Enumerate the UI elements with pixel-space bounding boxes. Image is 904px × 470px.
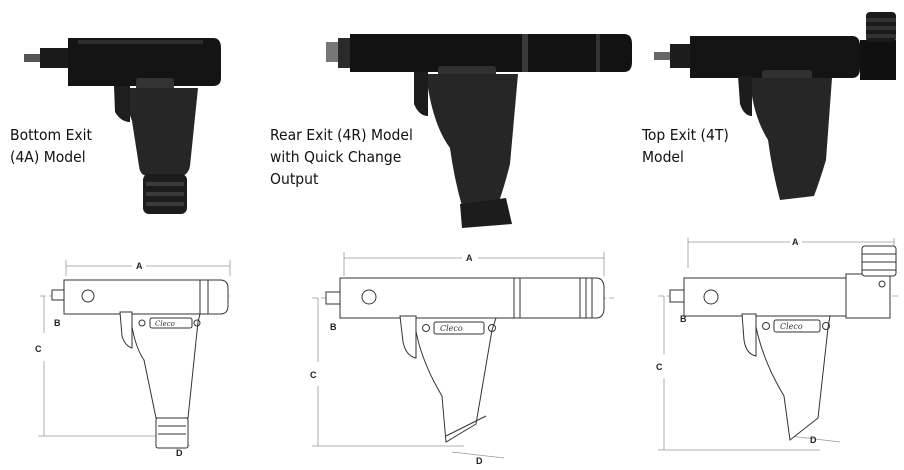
dimension-label-a: A — [792, 237, 799, 247]
dimension-drawing-bottom-exit: A B C D Cleco — [35, 260, 231, 458]
tool-photo-top-exit — [654, 12, 896, 200]
dimension-label-d: D — [476, 456, 483, 466]
drawing-badge: Cleco — [440, 324, 463, 333]
model-caption: Top Exit (4T) Model — [642, 126, 729, 166]
dimension-label-b: B — [54, 318, 61, 328]
drawing-badge: Cleco — [155, 320, 175, 328]
dimension-label-a: A — [466, 253, 473, 263]
dimension-drawing-rear-exit: A B C D Cleco — [310, 252, 614, 466]
dimension-label-c: C — [310, 370, 317, 380]
dimension-label-b: B — [680, 314, 687, 324]
tool-photo-bottom-exit — [24, 38, 221, 214]
dimension-label-c: C — [35, 344, 42, 354]
tool-photo-rear-exit — [326, 34, 632, 228]
dimension-label-b: B — [330, 322, 337, 332]
dimension-label-a: A — [136, 261, 143, 271]
dimension-label-d: D — [810, 435, 817, 445]
model-caption: Bottom Exit (4A) Model — [10, 126, 92, 166]
dimension-label-c: C — [656, 362, 663, 372]
model-caption: Rear Exit (4R) Model with Quick Change O… — [270, 126, 413, 188]
dimension-drawing-top-exit: A B C D Cleco — [656, 237, 900, 451]
dimension-label-d: D — [176, 448, 183, 458]
drawing-badge: Cleco — [780, 322, 803, 331]
